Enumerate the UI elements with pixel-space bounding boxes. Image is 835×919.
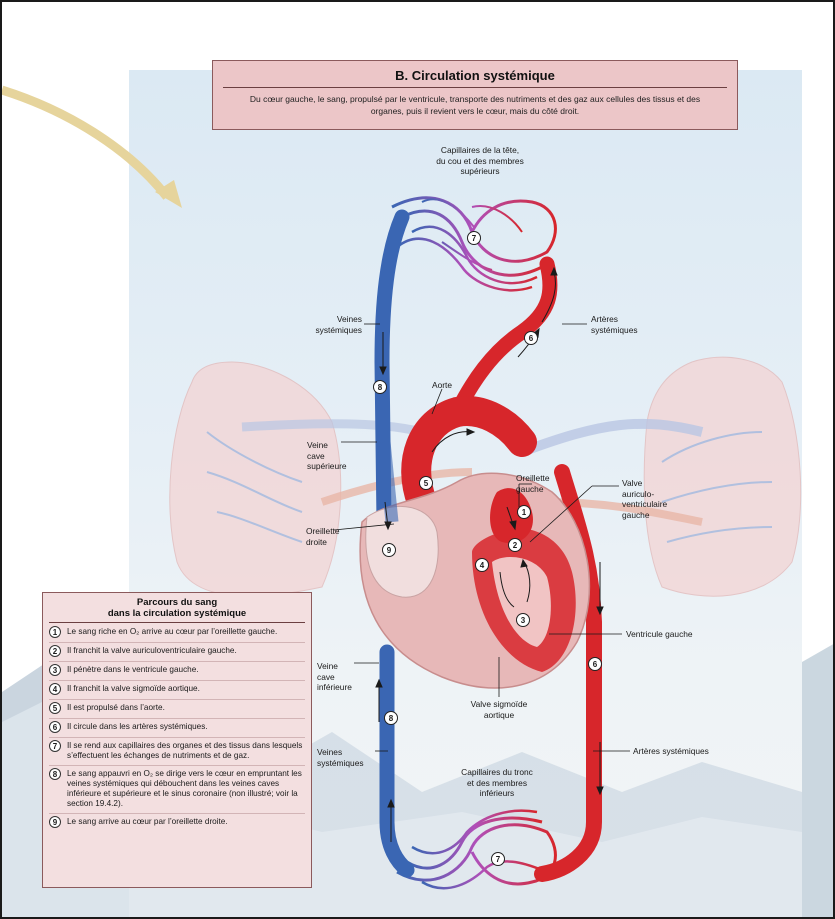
step-number: 2 (49, 645, 61, 657)
step-item: 8 Le sang appauvri en O₂ se dirige vers l… (49, 768, 305, 814)
marker-6-top: 6 (529, 334, 534, 343)
step-number: 1 (49, 626, 61, 638)
right-lung (643, 356, 802, 597)
step-text: Il franchit la valve auriculoventriculai… (67, 646, 237, 655)
label-aorta: Aorte (432, 380, 453, 390)
step-list: 1 Le sang riche en O₂ arrive au cœur par … (43, 626, 311, 832)
systemic-vein-lower (379, 644, 415, 878)
marker-6-bottom: 6 (593, 660, 598, 669)
step-item: 2 Il franchit la valve auriculoventricula… (49, 645, 305, 662)
label-left-ventricle: Ventricule gauche (626, 629, 693, 639)
blood-path-rule (49, 622, 305, 623)
superior-vena-cava (377, 441, 399, 523)
marker-7-bottom: 7 (496, 855, 501, 864)
label-systemic-arteries-bottom: Artères systémiques (633, 746, 709, 756)
systemic-vein-upper (374, 209, 410, 530)
step-number: 3 (49, 664, 61, 676)
step-markers: 7 6 8 5 1 2 9 4 3 6 8 7 (373, 231, 602, 866)
systemic-artery-upper (449, 256, 558, 420)
step-text: Il franchit la valve sigmoïde aortique. (67, 684, 200, 693)
heart (359, 472, 591, 689)
marker-4: 4 (480, 561, 485, 570)
blood-path-box: Parcours du sang dans la circulation sys… (42, 592, 312, 888)
step-text: Il pénètre dans le ventricule gauche. (67, 665, 199, 674)
step-text: Le sang appauvri en O₂ se dirige vers le… (67, 769, 302, 808)
step-text: Le sang riche en O₂ arrive au cœur par l… (67, 627, 278, 636)
marker-8-top: 8 (378, 383, 383, 392)
marker-1: 1 (522, 508, 527, 517)
step-item: 5 Il est propulsé dans l’aorte. (49, 702, 305, 719)
blood-path-title: Parcours du sang dans la circulation sys… (107, 597, 247, 619)
capillaries-upper (391, 196, 557, 292)
step-number: 5 (49, 702, 61, 714)
capillaries-lower (396, 809, 557, 890)
step-number: 7 (49, 740, 61, 752)
marker-2: 2 (513, 541, 518, 550)
panel-intro: Du cœur gauche, le sang, propulsé par le… (249, 94, 701, 116)
step-item: 9 Le sang arrive au cœur par l’oreillette… (49, 816, 305, 832)
label-capillaries-head: Capillaires de la tête,du cou et des mem… (436, 145, 524, 176)
step-number: 9 (49, 816, 61, 828)
step-item: 3 Il pénètre dans le ventricule gauche. (49, 664, 305, 681)
marker-5: 5 (424, 479, 429, 488)
marker-7-top: 7 (472, 234, 477, 243)
step-text: Il se rend aux capillaires des organes e… (67, 741, 303, 760)
marker-3: 3 (521, 616, 526, 625)
step-item: 1 Le sang riche en O₂ arrive au cœur par … (49, 626, 305, 643)
step-number: 6 (49, 721, 61, 733)
step-text: Il circule dans les artères systémiques. (67, 722, 208, 731)
left-lung (169, 361, 342, 597)
marker-8-bottom: 8 (389, 714, 394, 723)
step-item: 7 Il se rend aux capillaires des organes … (49, 740, 305, 766)
aorta (401, 396, 537, 517)
step-text: Il est propulsé dans l’aorte. (67, 703, 165, 712)
step-item: 6 Il circule dans les artères systémiques… (49, 721, 305, 738)
systemic-artery-lower (534, 464, 602, 882)
step-number: 4 (49, 683, 61, 695)
panel-title: B. Circulation systémique (395, 68, 555, 83)
marker-9: 9 (387, 546, 392, 555)
step-item: 4 Il franchit la valve sigmoïde aortique. (49, 683, 305, 700)
step-number: 8 (49, 768, 61, 780)
title-rule (223, 87, 727, 88)
title-box: B. Circulation systémique Du cœur gauche… (212, 60, 738, 130)
step-text: Le sang arrive au cœur par l’oreillette … (67, 817, 228, 826)
